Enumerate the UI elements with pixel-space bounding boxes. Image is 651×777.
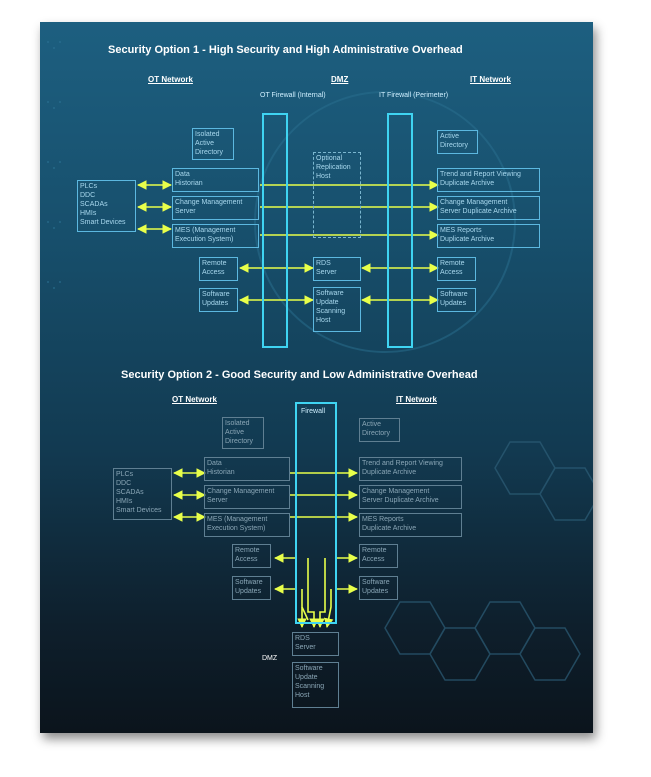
option1-it-remote-box: Remote Access [437,257,476,281]
option2-ot-network-label: OT Network [172,395,217,404]
option1-ot-firewall-label: OT Firewall (Internal) [260,92,326,99]
option1-sw-update-host-box: Software Update Scanning Host [313,287,361,332]
option1-it-firewall [387,113,413,348]
option2-change-dup-box: Change Management Server Duplicate Archi… [359,485,462,509]
dotted-texture [47,41,61,289]
option2-mes-box: MES (Management Execution System) [204,513,290,537]
option2-software-updates-box: Software Updates [232,576,271,600]
option1-trend-box: Trend and Report Viewing Duplicate Archi… [437,168,540,192]
option2-title: Security Option 2 - Good Security and Lo… [121,369,478,381]
option2-trend-box: Trend and Report Viewing Duplicate Archi… [359,457,462,481]
option2-connectors [173,468,358,628]
option2-firewall [295,402,337,624]
option1-data-historian-box: Data Historian [172,168,259,192]
option1-dmz-label: DMZ [331,75,349,84]
diagram-slide: Security Option 1 - High Security and Hi… [40,22,593,733]
option2-dmz-label: DMZ [262,655,278,662]
option1-it-active-directory-box: Active Directory [437,130,478,154]
option2-it-remote-box: Remote Access [359,544,398,568]
option2-it-network-label: IT Network [396,395,437,404]
option1-plcs-box: PLCs DDC SCADAs HMIs Smart Devices [77,180,136,232]
option1-ot-network-label: OT Network [148,75,193,84]
option1-it-updates-box: Software Updates [437,288,476,312]
option2-remote-access-box: Remote Access [232,544,271,568]
hexagon-pattern [384,441,593,681]
option2-data-historian-box: Data Historian [204,457,290,481]
option1-it-network-label: IT Network [470,75,511,84]
option1-optional-replication-box: Optional Replication Host [313,152,361,238]
option1-rds-server-box: RDS Server [313,257,361,281]
option2-change-mgmt-box: Change Management Server [204,485,290,509]
option2-mes-dup-box: MES Reports Duplicate Archive [359,513,462,537]
option1-mes-dup-box: MES Reports Duplicate Archive [437,224,540,248]
option1-change-dup-box: Change Management Server Duplicate Archi… [437,196,540,220]
background-circle [254,91,516,353]
option1-remote-access-box: Remote Access [199,257,238,281]
option2-firewall-label: Firewall [301,408,326,415]
option1-title: Security Option 1 - High Security and Hi… [108,44,463,56]
option1-it-firewall-label: IT Firewall (Perimeter) [379,92,449,99]
option1-software-updates-box: Software Updates [199,288,238,312]
option2-it-active-directory-box: Active Directory [359,418,400,442]
option2-it-updates-box: Software Updates [359,576,398,600]
option1-isolated-ad-box: Isolated Active Directory [192,128,234,160]
option2-rds-server-box: RDS Server [292,632,339,656]
option2-isolated-ad-box: Isolated Active Directory [222,417,264,449]
option1-connectors [137,180,439,305]
option2-plcs-box: PLCs DDC SCADAs HMIs Smart Devices [113,468,172,520]
diagram-canvas [47,41,593,681]
option1-ot-firewall [262,113,288,348]
option2-sw-update-host-box: Software Update Scanning Host [292,662,339,708]
option1-mes-box: MES (Management Execution System) [172,224,259,248]
option1-change-mgmt-box: Change Management Server [172,196,259,220]
